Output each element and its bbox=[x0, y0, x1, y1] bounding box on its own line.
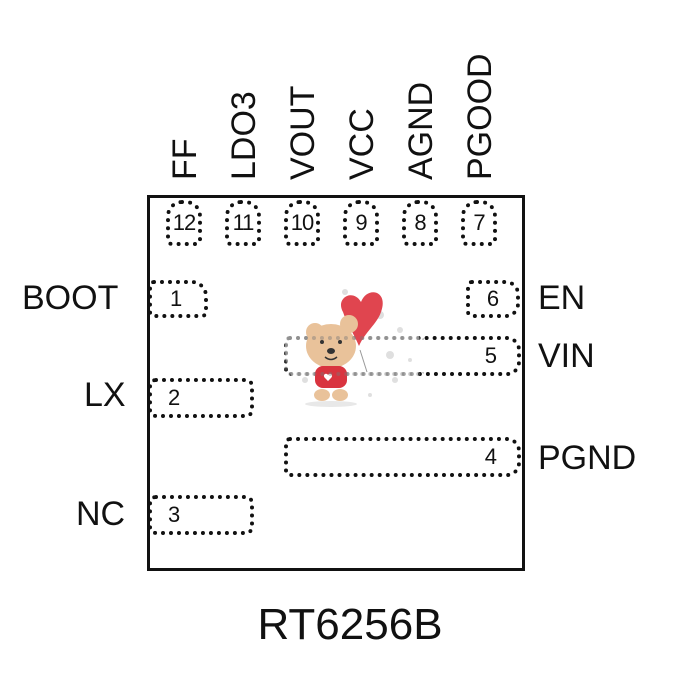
pad-number: 9 bbox=[355, 210, 367, 235]
pad-number: 12 bbox=[172, 210, 197, 235]
pad-number: 11 bbox=[232, 210, 255, 235]
pin-label-lx: LX bbox=[84, 376, 126, 414]
teddy-bear-sticker bbox=[285, 280, 420, 415]
pad-number: 10 bbox=[290, 210, 315, 235]
pad-10: 10 bbox=[284, 200, 320, 246]
pad-3: 3 bbox=[148, 495, 254, 535]
pad-1: 1 bbox=[148, 280, 208, 318]
pad-number: 2 bbox=[168, 385, 181, 410]
pad-4: 4 bbox=[284, 437, 521, 477]
pad-number: 4 bbox=[484, 444, 497, 469]
pad-6: 6 bbox=[466, 280, 520, 318]
pad-number: 8 bbox=[414, 210, 426, 235]
pad-8: 8 bbox=[402, 200, 438, 246]
pin-label-ldo3: LDO3 bbox=[225, 91, 263, 180]
pad-number: 5 bbox=[484, 343, 497, 368]
pad-number: 1 bbox=[170, 286, 183, 311]
pad-5-overlay-edge bbox=[284, 336, 424, 376]
pin-label-en: EN bbox=[538, 279, 586, 317]
part-number: RT6256B bbox=[257, 600, 443, 649]
pin-label-vout: VOUT bbox=[284, 85, 322, 180]
pad-number: 3 bbox=[168, 502, 181, 527]
pad-7: 7 bbox=[461, 200, 497, 246]
pad-2: 2 bbox=[148, 378, 254, 418]
pad-number: 7 bbox=[473, 210, 485, 235]
pad-number: 6 bbox=[486, 286, 500, 311]
pin-label-pgnd: PGND bbox=[538, 439, 637, 477]
pin-label-agnd: AGND bbox=[402, 81, 440, 180]
pin-label-nc: NC bbox=[76, 495, 126, 533]
pad-12: 12 bbox=[166, 200, 202, 246]
pin-label-vin: VIN bbox=[538, 337, 595, 375]
teddy-bear-heart-icon bbox=[302, 289, 412, 407]
pin-label-boot: BOOT bbox=[22, 279, 119, 317]
pad-11: 11 bbox=[225, 200, 261, 246]
pin-label-vcc: VCC bbox=[343, 108, 381, 180]
pin-label-ff: FF bbox=[166, 138, 204, 180]
pin-label-pgood: PGOOD bbox=[461, 53, 499, 180]
pad-9: 9 bbox=[343, 200, 379, 246]
